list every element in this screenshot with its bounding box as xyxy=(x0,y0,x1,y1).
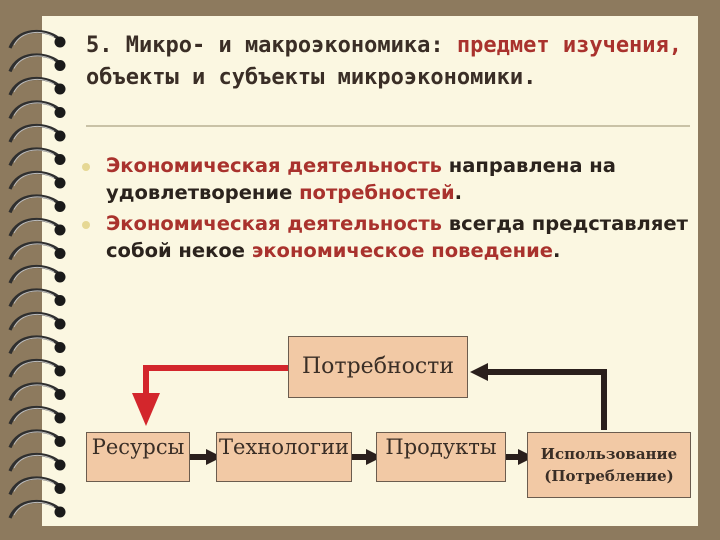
node-technologies: Технологии xyxy=(216,432,352,482)
binding-ring xyxy=(8,217,66,237)
binding-ring xyxy=(8,100,66,120)
binding-ring xyxy=(8,335,66,355)
node-needs: Потребности xyxy=(288,336,468,398)
bullet-text: . xyxy=(454,181,463,204)
binding-ring xyxy=(8,53,66,73)
binding-ring xyxy=(8,76,66,96)
arrow-products-to-usage xyxy=(506,449,534,465)
bullet-text: . xyxy=(553,239,561,262)
node-usage: Использование (Потребление) xyxy=(527,432,691,498)
bullet-text-accent: экономическое поведение xyxy=(251,239,554,262)
binding-ring xyxy=(8,29,66,49)
node-technologies-label: Технологии xyxy=(219,435,349,459)
bullet-text-accent: потребностей xyxy=(299,181,455,204)
node-usage-line2: (Потребление) xyxy=(544,467,674,485)
bullet-text-accent: Экономическая деятельность xyxy=(106,154,442,177)
arrow-resources-to-technologies xyxy=(190,449,222,465)
spiral-binding xyxy=(8,29,66,519)
arrow-usage-to-needs xyxy=(470,363,607,430)
title-main: 5. Микро- и макроэкономика: xyxy=(86,33,457,58)
node-resources: Ресурсы xyxy=(86,432,190,482)
binding-ring xyxy=(8,452,66,472)
arrow-needs-to-resources xyxy=(132,365,288,426)
title-divider xyxy=(86,125,690,127)
node-usage-line1: Использование xyxy=(540,445,678,463)
slide-title: 5. Микро- и макроэкономика: предмет изуч… xyxy=(86,30,696,94)
binding-ring xyxy=(8,170,66,190)
binding-ring xyxy=(8,476,66,496)
binding-ring xyxy=(8,264,66,284)
binding-ring xyxy=(8,382,66,402)
bullet-list: Экономическая деятельность направлена на… xyxy=(78,152,698,268)
binding-ring xyxy=(8,429,66,449)
title-rest: объекты и субъекты микроэкономики. xyxy=(86,65,537,90)
binding-ring xyxy=(8,358,66,378)
node-products-label: Продукты xyxy=(385,435,497,459)
bullet-dot-icon xyxy=(82,221,90,229)
node-products: Продукты xyxy=(376,432,506,482)
arrow-technologies-to-products xyxy=(352,449,382,465)
bullet-item: Экономическая деятельность направлена на… xyxy=(78,152,698,206)
node-resources-label: Ресурсы xyxy=(91,435,185,459)
binding-ring xyxy=(8,288,66,308)
binding-ring xyxy=(8,241,66,261)
binding-ring xyxy=(8,499,66,519)
bullet-dot-icon xyxy=(82,163,90,171)
bullet-text: направлена на удовлетворение xyxy=(106,154,616,204)
title-accent: предмет изучения, xyxy=(456,33,683,58)
binding-ring xyxy=(8,405,66,425)
binding-ring xyxy=(8,123,66,143)
node-needs-label: Потребности xyxy=(301,354,454,379)
bullet-text-accent: Экономическая деятельность xyxy=(106,212,442,235)
binding-ring xyxy=(8,194,66,214)
binding-ring xyxy=(8,147,66,167)
bullet-text: всегда представляет собой некое xyxy=(106,212,688,262)
binding-ring xyxy=(8,311,66,331)
bullet-item: Экономическая деятельность всегда предст… xyxy=(78,210,698,264)
